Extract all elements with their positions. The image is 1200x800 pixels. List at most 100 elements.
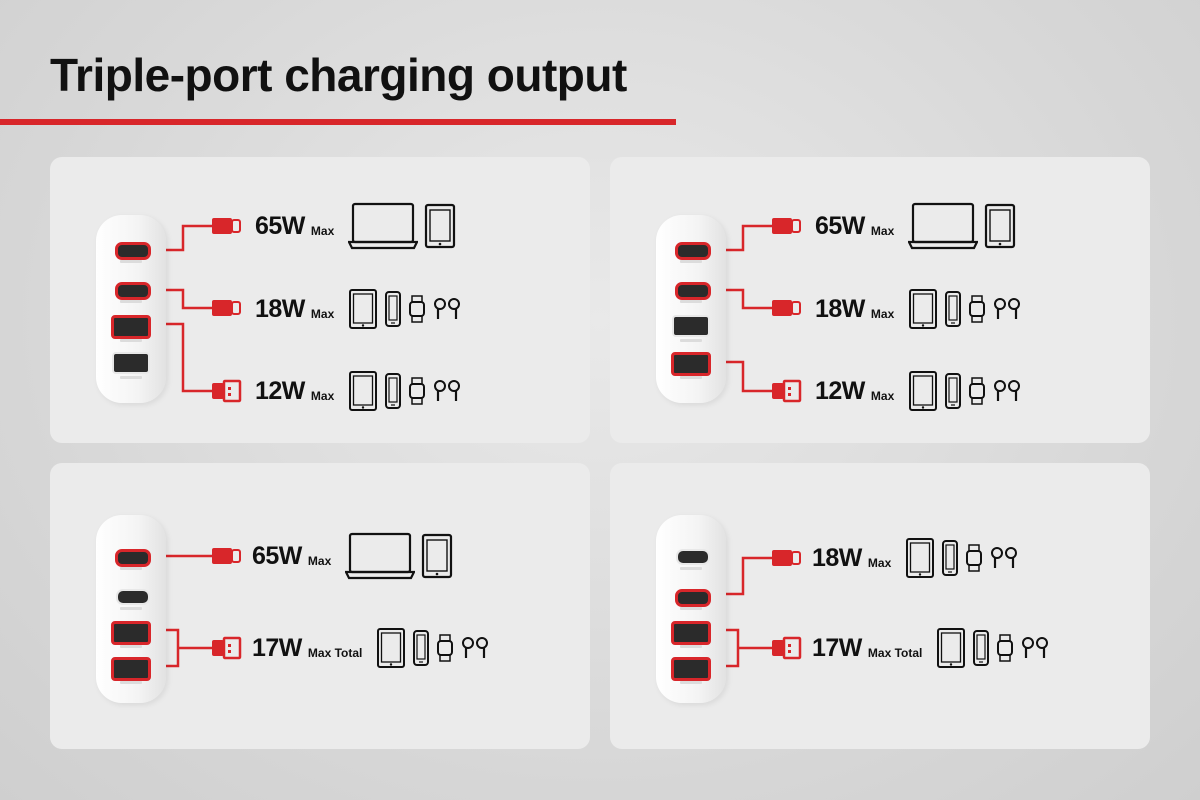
tablet-icon xyxy=(905,537,935,579)
tablet-icon xyxy=(348,370,378,412)
unit-label: Max xyxy=(870,224,895,238)
charger-body xyxy=(96,215,166,403)
phone-icon xyxy=(412,629,430,667)
tablet-icon xyxy=(421,533,453,579)
output-row: 65W Max xyxy=(252,532,459,580)
usb-a-plug-icon xyxy=(212,379,242,403)
panel-config-1: 65W Max 18W Max 12W Max xyxy=(50,157,590,443)
wattage-label: 18W xyxy=(815,294,865,323)
wattage-label: 65W xyxy=(815,211,865,240)
output-row: 17W Max Total xyxy=(252,628,496,668)
earbuds-icon xyxy=(989,546,1019,570)
laptop-icon xyxy=(348,202,419,250)
output-row: 18W Max xyxy=(812,538,1025,578)
unit-label: Max xyxy=(310,224,335,238)
output-row: 12W Max xyxy=(815,371,1028,411)
charger-body xyxy=(96,515,166,703)
wattage-label: 17W xyxy=(812,633,862,662)
laptop-icon xyxy=(908,202,979,250)
unit-label: Max xyxy=(307,554,332,568)
usb-c1-port xyxy=(115,242,151,260)
title-underline xyxy=(0,119,676,125)
phone-icon xyxy=(384,372,402,410)
output-row: 18W Max xyxy=(815,289,1028,329)
phone-icon xyxy=(972,629,990,667)
output-row: 17W Max Total xyxy=(812,628,1056,668)
tablet-icon xyxy=(348,288,378,330)
watch-icon xyxy=(408,295,426,323)
page-title: Triple-port charging output xyxy=(50,49,627,101)
usb-c1-port xyxy=(676,549,710,565)
laptop-icon xyxy=(345,532,416,580)
earbuds-icon xyxy=(460,636,490,660)
wattage-label: 18W xyxy=(255,294,305,323)
charger-body xyxy=(656,215,726,403)
tablet-icon xyxy=(908,370,938,412)
phone-icon xyxy=(941,539,959,577)
tablet-icon xyxy=(376,627,406,669)
usb-a1-port xyxy=(111,315,151,339)
watch-icon xyxy=(408,377,426,405)
unit-label: Max Total xyxy=(307,646,363,660)
output-row: 12W Max xyxy=(255,371,468,411)
earbuds-icon xyxy=(432,297,462,321)
usb-c-plug-icon xyxy=(212,548,241,564)
usb-c-plug-icon xyxy=(212,218,241,234)
watch-icon xyxy=(968,377,986,405)
unit-label: Max Total xyxy=(867,646,923,660)
output-row: 65W Max xyxy=(815,202,1022,250)
output-row: 65W Max xyxy=(255,202,462,250)
tablet-icon xyxy=(936,627,966,669)
panel-config-4: 18W Max 17W Max Total xyxy=(610,463,1150,749)
earbuds-icon xyxy=(992,379,1022,403)
usb-c-plug-icon xyxy=(772,300,801,316)
output-row: 18W Max xyxy=(255,289,468,329)
usb-a1-port xyxy=(672,315,710,337)
panel-config-2: 65W Max 18W Max 12W Max xyxy=(610,157,1150,443)
tablet-icon xyxy=(908,288,938,330)
wattage-label: 18W xyxy=(812,543,862,572)
wattage-label: 65W xyxy=(252,541,302,570)
cable-lines xyxy=(710,218,802,403)
tablet-icon xyxy=(424,203,456,249)
usb-a2-port xyxy=(112,352,150,374)
usb-c2-port xyxy=(116,589,150,605)
usb-a2-port xyxy=(111,657,151,681)
usb-a1-port xyxy=(671,621,711,645)
usb-c-plug-icon xyxy=(772,550,801,566)
watch-icon xyxy=(965,544,983,572)
phone-icon xyxy=(384,290,402,328)
earbuds-icon xyxy=(992,297,1022,321)
unit-label: Max xyxy=(867,556,892,570)
usb-a2-port xyxy=(671,352,711,376)
usb-c2-port xyxy=(675,282,711,300)
usb-a-plug-icon xyxy=(772,636,802,660)
cable-lines xyxy=(150,218,242,403)
usb-c1-port xyxy=(675,242,711,260)
phone-icon xyxy=(944,372,962,410)
wattage-label: 12W xyxy=(255,376,305,405)
unit-label: Max xyxy=(310,389,335,403)
usb-a1-port xyxy=(111,621,151,645)
usb-a2-port xyxy=(671,657,711,681)
panel-config-3: 65W Max 17W Max Total xyxy=(50,463,590,749)
earbuds-icon xyxy=(1020,636,1050,660)
unit-label: Max xyxy=(870,389,895,403)
watch-icon xyxy=(436,634,454,662)
wattage-label: 12W xyxy=(815,376,865,405)
usb-c2-port xyxy=(675,589,711,607)
usb-c1-port xyxy=(115,549,151,567)
watch-icon xyxy=(996,634,1014,662)
earbuds-icon xyxy=(432,379,462,403)
usb-c2-port xyxy=(115,282,151,300)
usb-c-plug-icon xyxy=(212,300,241,316)
unit-label: Max xyxy=(310,307,335,321)
tablet-icon xyxy=(984,203,1016,249)
charger-body xyxy=(656,515,726,703)
wattage-label: 17W xyxy=(252,633,302,662)
phone-icon xyxy=(944,290,962,328)
wattage-label: 65W xyxy=(255,211,305,240)
watch-icon xyxy=(968,295,986,323)
unit-label: Max xyxy=(870,307,895,321)
usb-a-plug-icon xyxy=(212,636,242,660)
